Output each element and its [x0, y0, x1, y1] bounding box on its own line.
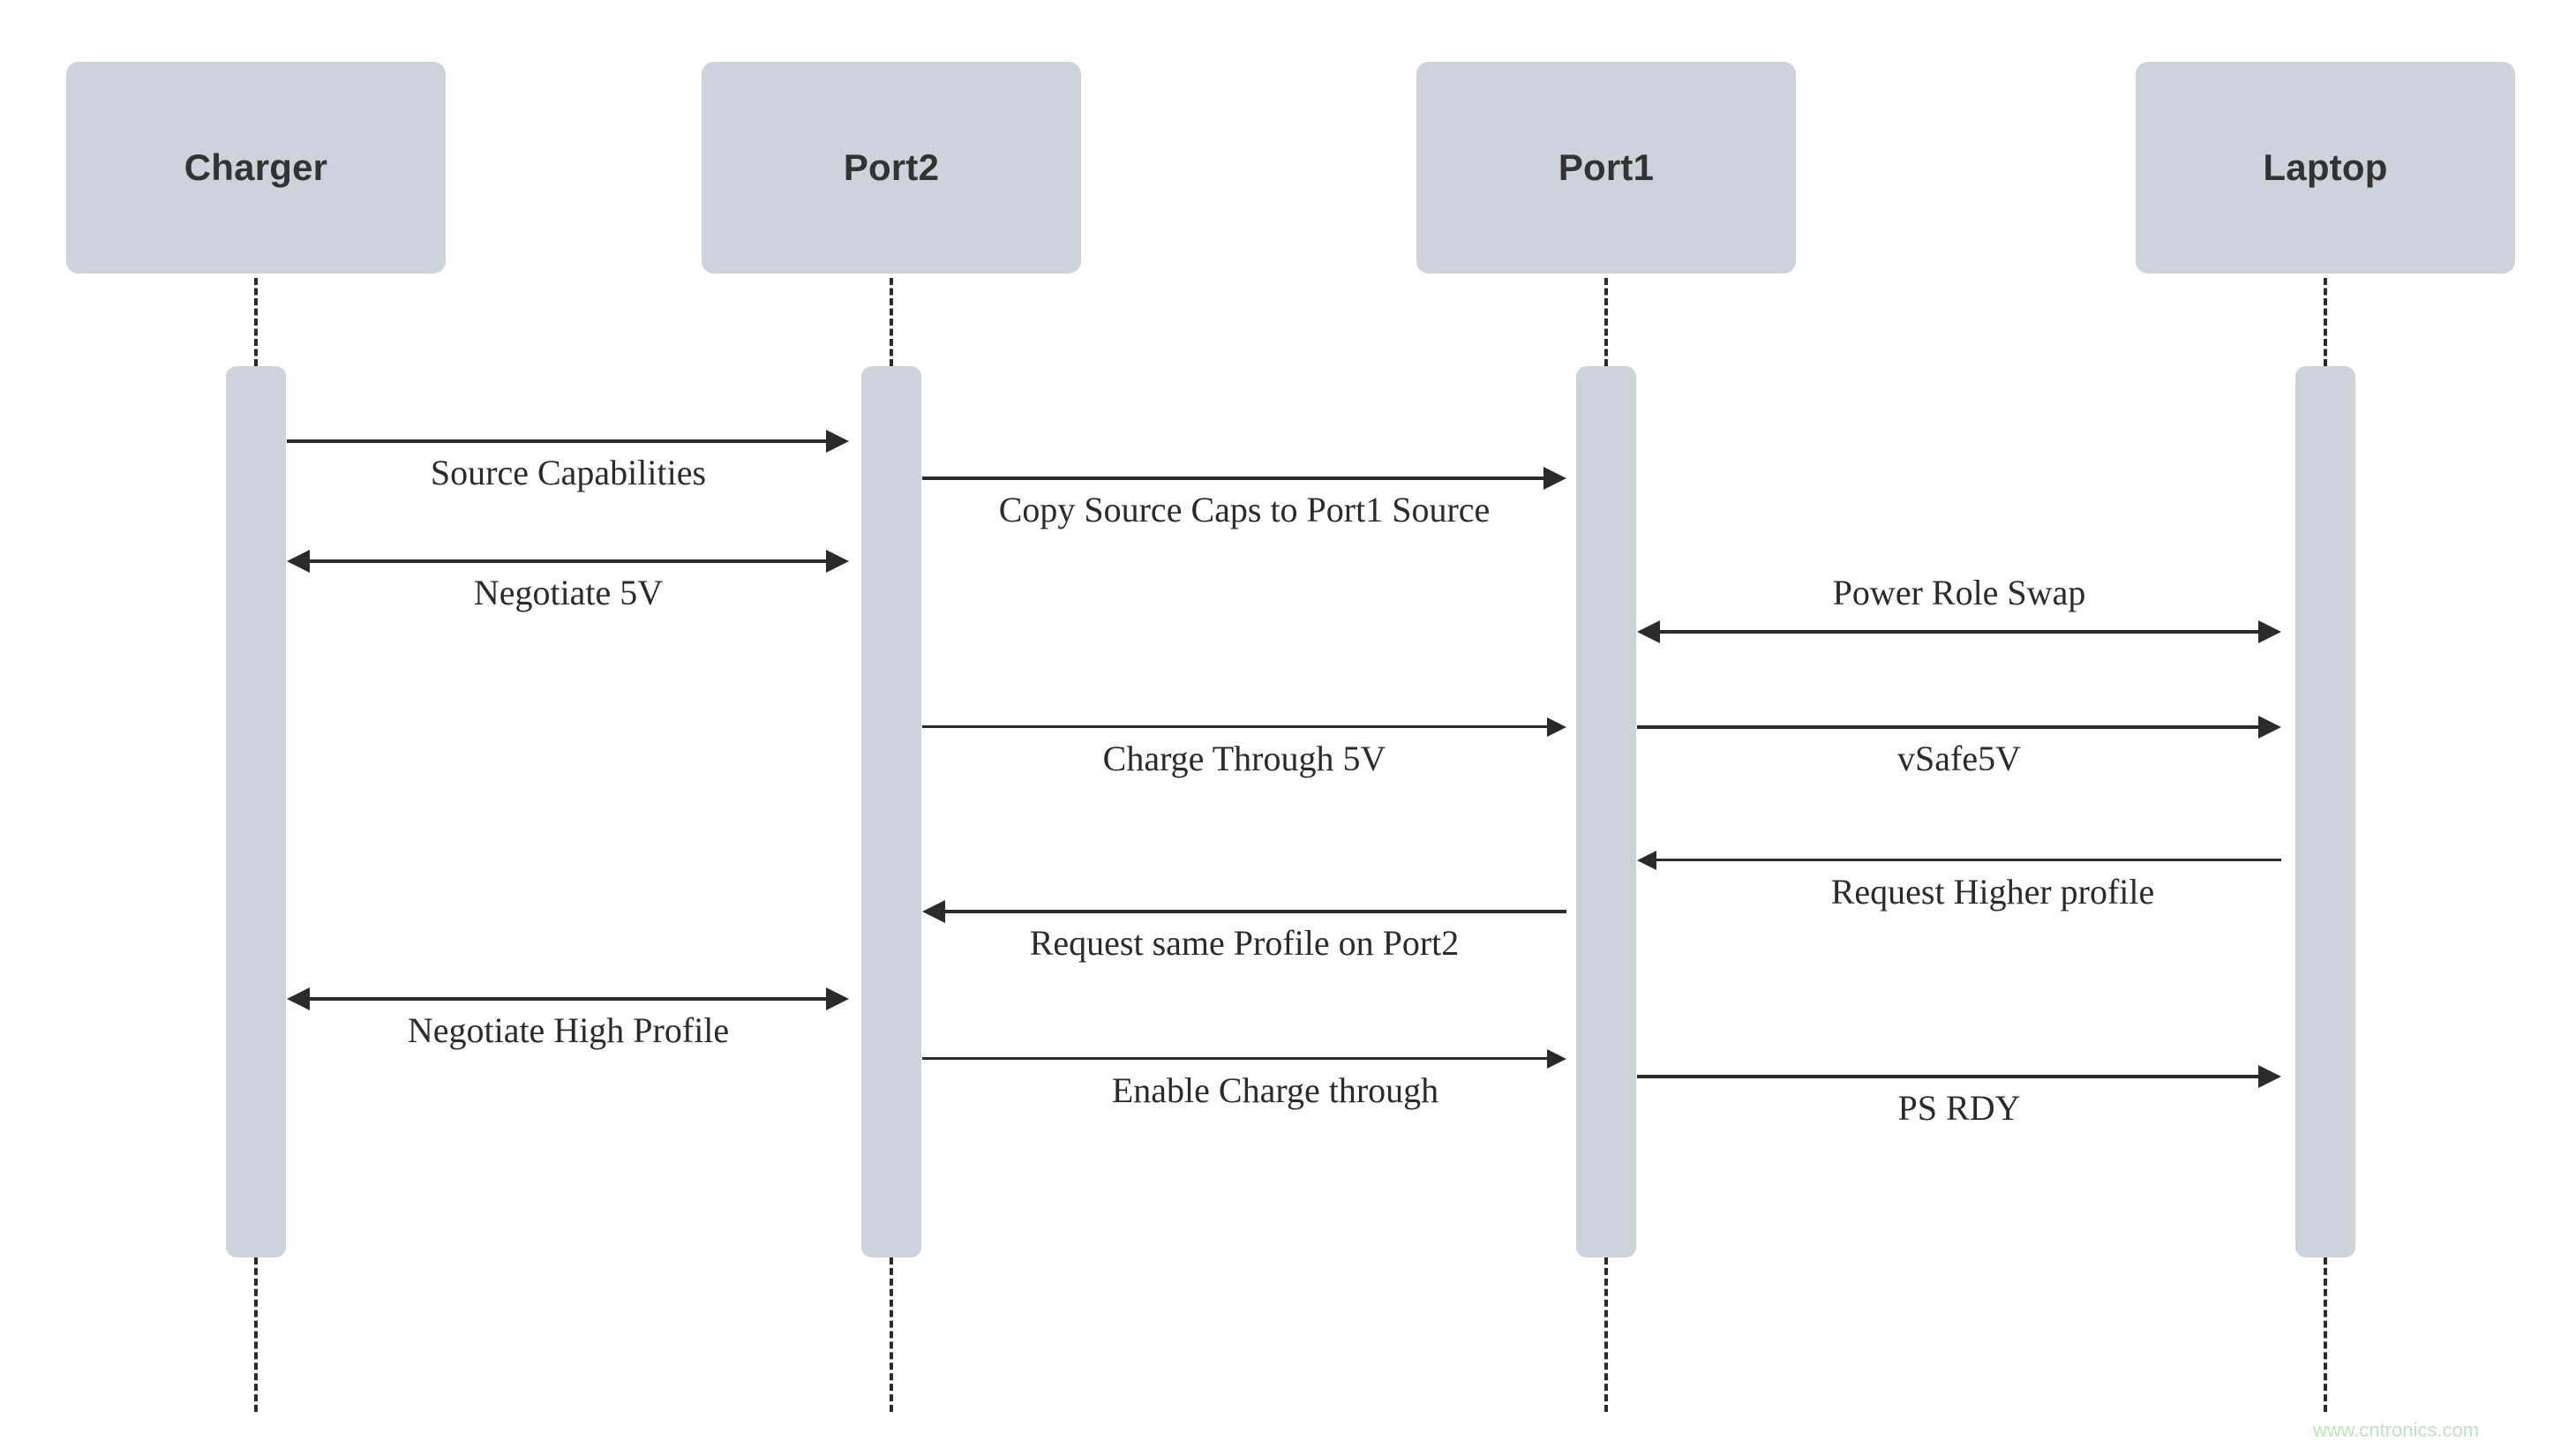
message-arrowhead-left-power-role-swap [1637, 620, 1660, 643]
participant-box-port2[interactable]: Port2 [702, 62, 1081, 274]
participant-box-charger[interactable]: Charger [66, 62, 446, 274]
lifeline-port2 [890, 1257, 893, 1412]
message-arrowhead-left-negotiate-5v [287, 550, 310, 573]
participant-box-port1[interactable]: Port1 [1416, 62, 1796, 274]
message-line-request-same-profile [943, 910, 1566, 913]
message-arrowhead-right-enable-charge-through [1547, 1048, 1566, 1069]
message-arrowhead-right-ps-rdy [2258, 1065, 2281, 1088]
message-line-source-capabilities [287, 439, 828, 443]
lifeline-charger [254, 278, 258, 366]
participant-label-port2: Port2 [843, 146, 940, 188]
message-arrowhead-right-negotiate-high-profile [826, 987, 849, 1010]
message-arrowhead-right-source-capabilities [826, 430, 849, 453]
message-label-copy-source-caps: Copy Source Caps to Port1 Source [998, 490, 1491, 529]
message-arrowhead-left-request-higher-profile [1637, 850, 1656, 870]
message-label-vsafe5v: vSafe5V [1897, 739, 2021, 778]
lifeline-charger [254, 1257, 258, 1412]
lifeline-port1 [1604, 278, 1608, 366]
message-arrowhead-left-request-same-profile [922, 900, 945, 923]
lifeline-port1 [1604, 1257, 1608, 1412]
message-arrowhead-right-vsafe5v [2258, 716, 2281, 739]
watermark: www.cntronics.com [2312, 1419, 2480, 1441]
message-line-request-higher-profile [1655, 859, 2281, 861]
message-arrowhead-right-negotiate-5v [826, 550, 849, 573]
message-label-negotiate-5v: Negotiate 5V [473, 573, 664, 612]
message-arrowhead-right-copy-source-caps [1543, 467, 1566, 490]
message-line-negotiate-5v [308, 559, 828, 563]
message-line-charge-through-5v [922, 725, 1549, 728]
message-label-negotiate-high-profile: Negotiate High Profile [407, 1010, 730, 1050]
participant-label-laptop: Laptop [2263, 146, 2388, 188]
activation-bar-port2 [861, 366, 921, 1257]
lifeline-port2 [890, 278, 893, 366]
message-line-enable-charge-through [922, 1057, 1549, 1060]
message-line-vsafe5v [1637, 725, 2260, 729]
participant-label-port1: Port1 [1558, 146, 1655, 188]
activation-bar-charger [226, 366, 286, 1257]
activation-bar-laptop [2295, 366, 2355, 1257]
message-label-charge-through-5v: Charge Through 5V [1102, 739, 1386, 778]
message-arrowhead-right-charge-through-5v [1547, 717, 1566, 737]
message-label-request-same-profile: Request same Profile on Port2 [1029, 923, 1460, 963]
message-line-negotiate-high-profile [308, 997, 828, 1001]
message-label-source-capabilities: Source Capabilities [430, 453, 707, 492]
message-label-ps-rdy: PS RDY [1897, 1088, 2021, 1128]
message-arrowhead-left-negotiate-high-profile [287, 987, 310, 1010]
lifeline-laptop [2324, 1257, 2327, 1412]
activation-bar-port1 [1576, 366, 1636, 1257]
message-label-enable-charge-through: Enable Charge through [1111, 1070, 1439, 1110]
participant-box-laptop[interactable]: Laptop [2136, 62, 2515, 274]
lifeline-laptop [2324, 278, 2327, 366]
message-line-power-role-swap [1658, 630, 2260, 634]
message-label-request-higher-profile: Request Higher profile [1830, 872, 2155, 912]
message-arrowhead-right-power-role-swap [2258, 620, 2281, 643]
participant-label-charger: Charger [184, 146, 328, 188]
message-line-copy-source-caps [922, 477, 1545, 480]
message-line-ps-rdy [1637, 1075, 2260, 1078]
message-label-power-role-swap: Power Role Swap [1832, 573, 2086, 612]
